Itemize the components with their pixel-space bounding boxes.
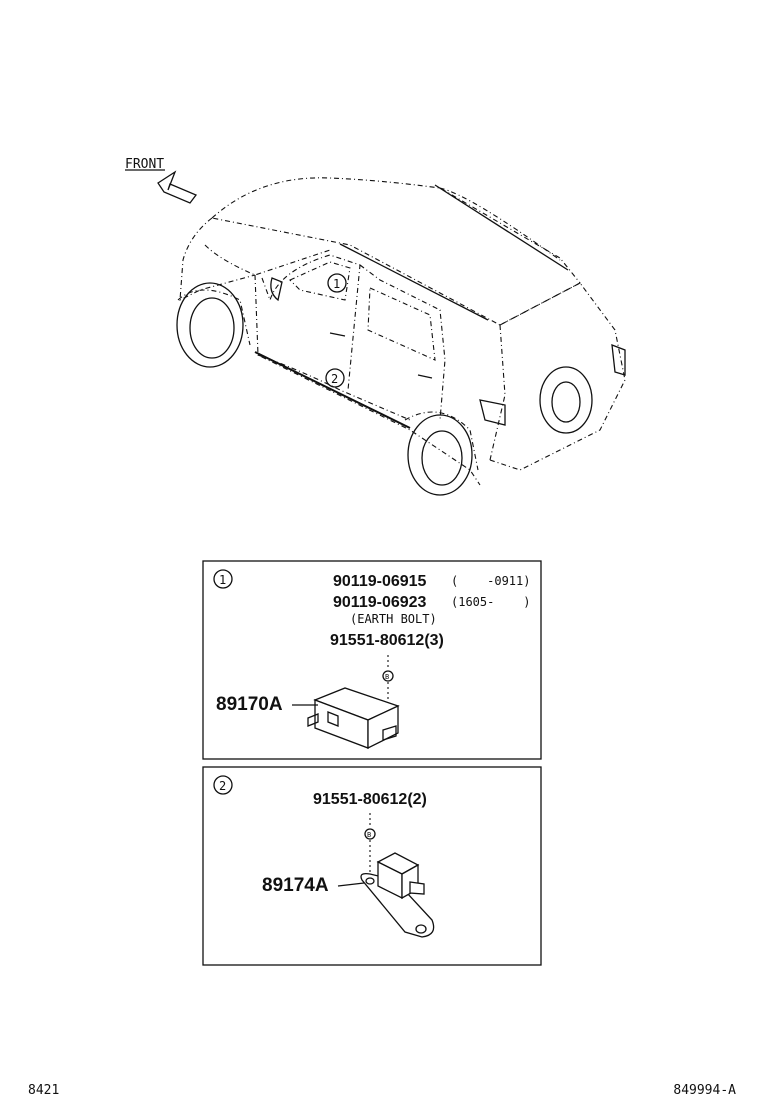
svg-text:2: 2 (331, 372, 338, 386)
footer-left-code: 8421 (28, 1083, 60, 1098)
car-marker-1: 1 (327, 273, 347, 293)
car-marker-2: 2 (325, 368, 345, 388)
front-label: FRONT (125, 157, 164, 172)
svg-text:B: B (385, 673, 389, 681)
box1-module-part: 89170A (216, 694, 283, 715)
box1-part-b-note: (EARTH BOLT) (350, 612, 437, 626)
svg-text:1: 1 (219, 573, 226, 587)
box1-part-c: 91551-80612(3) (330, 632, 444, 649)
rear-wheel (407, 414, 473, 496)
footer-right-code: 849994-A (673, 1083, 736, 1098)
svg-text:B: B (367, 831, 371, 839)
box2-part-c: 91551-80612(2) (313, 791, 427, 808)
front-wheel (176, 282, 244, 368)
svg-text:1: 1 (333, 277, 340, 291)
box1-part-b-range: (1605- ) (451, 595, 530, 609)
front-indicator: FRONT (125, 157, 198, 204)
box1-marker: 1 (213, 569, 233, 589)
box2-bolt-tag: B (364, 813, 376, 876)
box1-part-b: 90119-06923 (333, 594, 427, 611)
svg-text:2: 2 (219, 779, 226, 793)
airbag-sensor-module (307, 687, 400, 750)
spare-tire (539, 366, 593, 434)
detail-box-2: 2 91551-80612(2) B 89174A (202, 766, 542, 966)
vehicle-illustration: 1 2 (176, 177, 626, 496)
box1-part-a: 90119-06915 (333, 573, 427, 590)
box2-sensor-part: 89174A (262, 875, 329, 896)
box2-marker: 2 (213, 775, 233, 795)
airbag-sensor-bracket (360, 852, 435, 938)
front-arrow-icon (125, 169, 198, 204)
box1-part-a-range: ( -0911) (451, 574, 530, 588)
detail-box-1: 1 90119-06915 ( -0911) 90119-06923 (1605… (202, 560, 542, 760)
